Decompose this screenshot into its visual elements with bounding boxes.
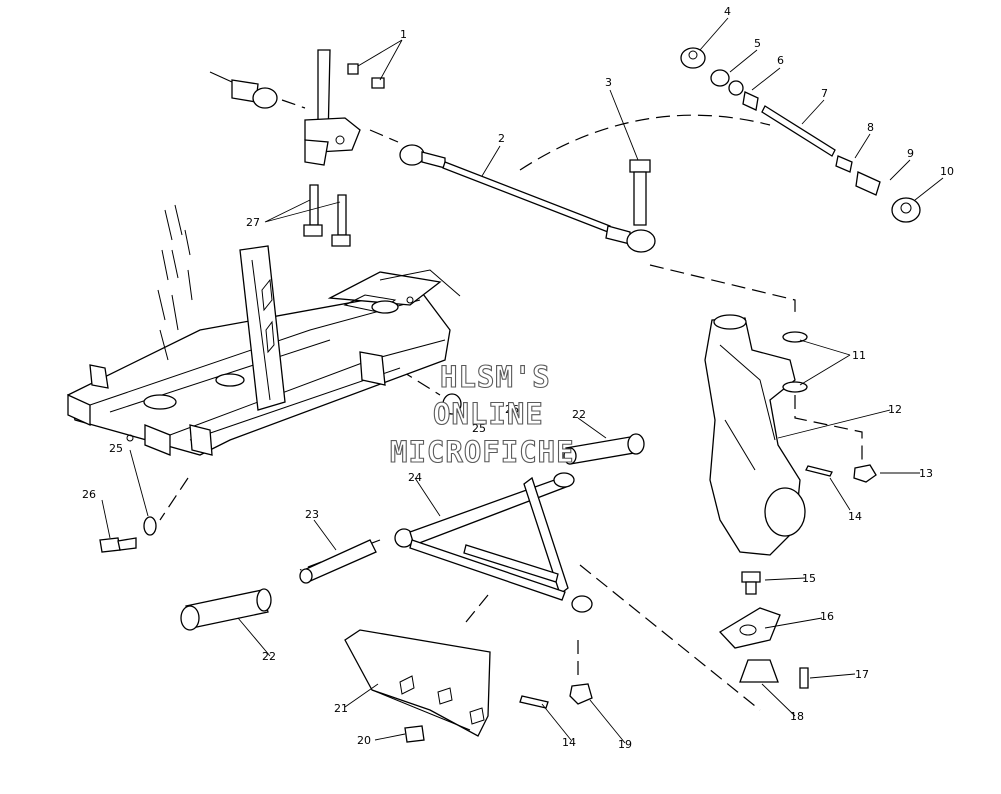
frame-chassis [67, 204, 461, 456]
rod-kit-exploded [680, 47, 921, 223]
callout-17: 17 [855, 668, 869, 681]
hardware-left-bottom [99, 393, 593, 743]
callout-22-upper: 22 [572, 408, 586, 421]
callout-9: 9 [907, 147, 914, 160]
spindle-knuckle [704, 314, 808, 556]
callout-2: 2 [498, 132, 505, 145]
callout-1: 1 [400, 28, 407, 41]
callout-4: 4 [724, 5, 731, 18]
callout-6: 6 [777, 54, 784, 67]
callout-20: 20 [357, 734, 371, 747]
callout-16: 16 [820, 610, 834, 623]
tie-rod-assembly [399, 144, 656, 253]
callout-25: 25 [109, 442, 123, 455]
leader-lines [101, 17, 944, 744]
callout-14-upper: 14 [848, 510, 862, 523]
callout-24: 24 [408, 471, 422, 484]
callout-12: 12 [888, 403, 902, 416]
watermark: HLSM'S ONLINE MICROFICHE [389, 359, 575, 469]
callout-21: 21 [334, 702, 348, 715]
watermark-line-2: ONLINE [433, 397, 544, 431]
callout-7: 7 [821, 87, 828, 100]
callout-22-lower: 22 [262, 650, 276, 663]
steering-post-assembly [209, 49, 385, 247]
callout-23: 23 [305, 508, 319, 521]
watermark-line-3: MICROFICHE [390, 435, 575, 469]
callout-5: 5 [754, 37, 761, 50]
callout-14-lower: 14 [562, 736, 576, 749]
callout-15: 15 [802, 572, 816, 585]
callout-3: 3 [605, 76, 612, 89]
callout-11: 11 [852, 349, 866, 362]
callout-13: 13 [919, 467, 933, 480]
callout-25-overlap: 25 [472, 422, 486, 435]
callout-26-overlap: 26 [505, 403, 519, 416]
callout-8: 8 [867, 121, 874, 134]
callout-18: 18 [790, 710, 804, 723]
callout-10: 10 [940, 165, 954, 178]
watermark-line-1: HLSM'S [440, 360, 551, 394]
bushings-tubes [180, 433, 645, 631]
callout-19: 19 [618, 738, 632, 751]
skid-plate [344, 629, 491, 737]
lower-a-arm [394, 472, 593, 613]
hardware-right [718, 464, 877, 689]
callout-26: 26 [82, 488, 96, 501]
callout-27: 27 [246, 216, 260, 229]
callout-labels: 1 2 3 4 5 6 7 8 9 10 11 12 13 14 15 16 1… [82, 5, 954, 751]
